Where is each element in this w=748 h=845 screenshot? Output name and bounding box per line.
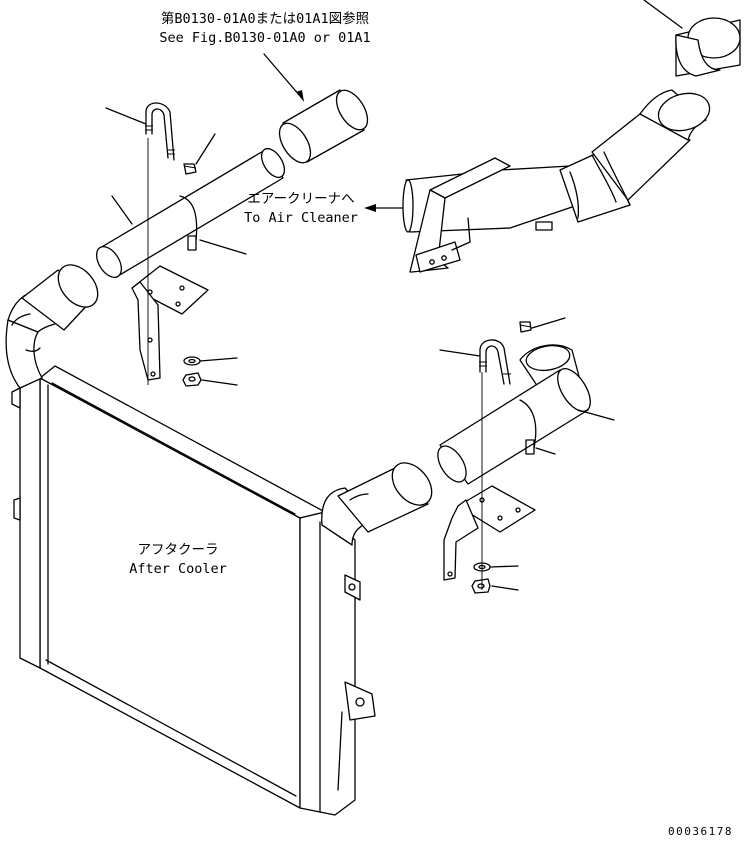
air-cleaner-elbow <box>559 89 711 223</box>
leader-lines <box>105 0 683 591</box>
upper-nut <box>183 163 197 175</box>
left-elbow-tube <box>5 264 99 389</box>
upper-hose <box>278 89 369 164</box>
aftercooler-label-jp: アフタクーラ <box>137 542 219 558</box>
upper-u-bolt <box>145 102 198 251</box>
air-cleaner-inlet-duct <box>402 157 579 273</box>
air-cleaner-label-en: To Air Cleaner <box>244 210 358 226</box>
upper-tube <box>95 147 286 279</box>
see-fig-arrow <box>296 90 304 102</box>
see-fig-label-jp: 第B0130-01A0または01A1図参照 <box>160 11 370 27</box>
assembly-centerlines <box>147 138 483 590</box>
air-cleaner-arrow <box>364 204 403 212</box>
right-elbow-tube <box>321 462 433 546</box>
lower-tube <box>437 368 591 485</box>
see-fig-label-en: See Fig.B0130-01A0 or 01A1 <box>159 30 371 46</box>
lower-bracket <box>443 485 536 581</box>
lower-bracket-nut <box>471 578 491 594</box>
aftercooler-label-en: After Cooler <box>129 561 227 577</box>
air-cleaner-label-jp: エアークリーナへ <box>247 191 355 207</box>
drawing-number: 00036178 <box>668 825 733 838</box>
top-right-hose <box>675 17 741 77</box>
upper-bracket <box>131 265 209 381</box>
lower-u-bolt <box>479 339 537 455</box>
lower-nut <box>519 321 532 333</box>
upper-washer <box>183 356 201 366</box>
upper-bracket-nut <box>182 372 202 387</box>
aftercooler-core <box>11 365 376 816</box>
